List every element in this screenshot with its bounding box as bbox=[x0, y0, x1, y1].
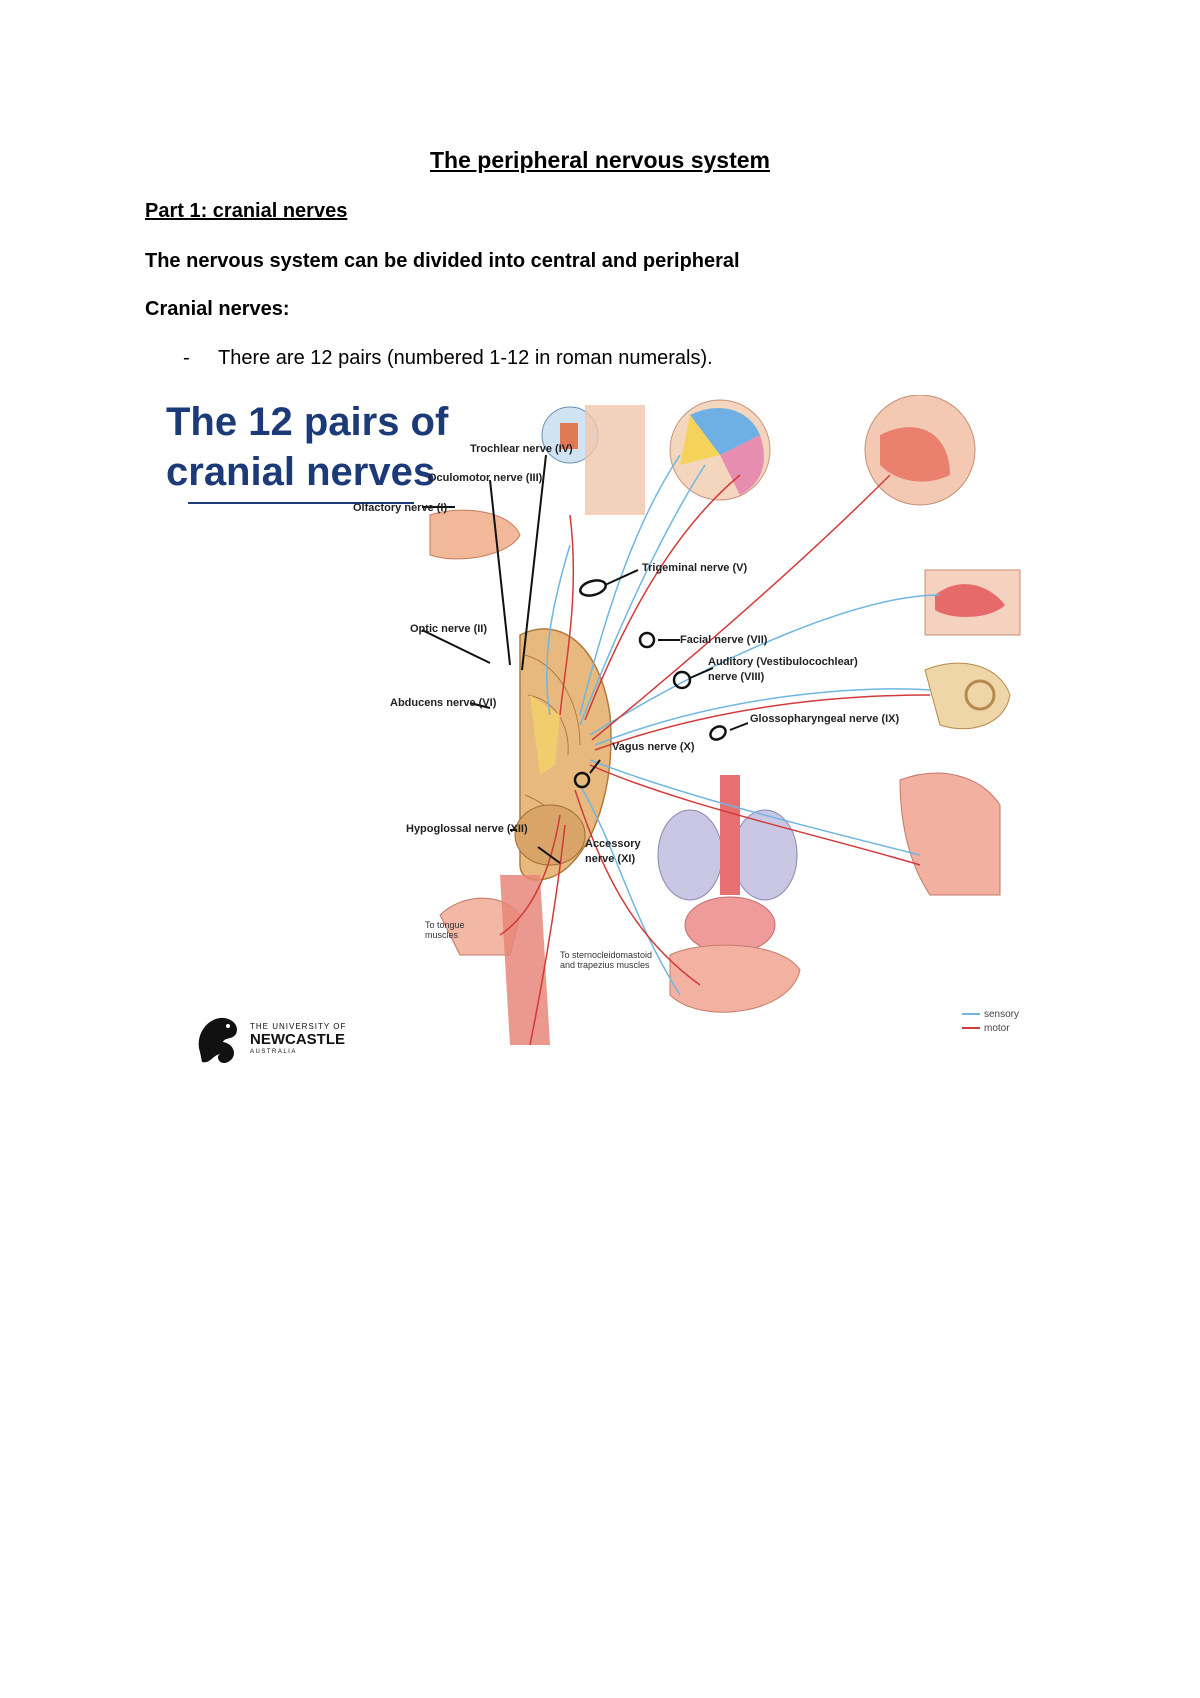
legend-sensory-label: sensory bbox=[984, 1008, 1020, 1020]
label-trigeminal: Trigeminal nerve (V) bbox=[642, 562, 748, 574]
figure-title: The 12 pairs of cranial nerves bbox=[166, 400, 449, 494]
document-title: The peripheral nervous system bbox=[429, 147, 770, 173]
legend-sensory: sensory bbox=[962, 1007, 1019, 1021]
label-sterno-1: To sternocleidomastoid bbox=[560, 950, 653, 960]
label-sterno-2: and trapezius muscles bbox=[560, 960, 650, 970]
label-oculomotor: Oculomotor nerve (III) bbox=[428, 472, 543, 484]
label-tongue-1: To tongue bbox=[425, 920, 465, 930]
bullet-marker: - bbox=[183, 347, 190, 369]
label-facial: Facial nerve (VII) bbox=[680, 634, 768, 646]
label-accessory-1: Accessory bbox=[585, 838, 641, 850]
bullet-item: There are 12 pairs (numbered 1-12 in rom… bbox=[218, 347, 713, 369]
logo-line-3: AUSTRALIA bbox=[250, 1049, 297, 1055]
label-vagus: Vagus nerve (X) bbox=[612, 741, 695, 753]
figure-legend: sensory motor bbox=[962, 1007, 1019, 1035]
legend-motor-label: motor bbox=[984, 1022, 1010, 1034]
label-optic: Optic nerve (II) bbox=[410, 623, 488, 635]
university-logo: THE UNIVERSITY OF NEWCASTLE AUSTRALIA bbox=[190, 1012, 350, 1072]
cranial-nerves-figure: The 12 pairs of cranial nerves Trochlear… bbox=[160, 395, 1050, 1065]
logo-line-2: NEWCASTLE bbox=[250, 1031, 345, 1048]
cranial-nerves-heading: Cranial nerves: bbox=[145, 298, 290, 320]
label-tongue-2: muscles bbox=[425, 930, 459, 940]
label-auditory-1: Auditory (Vestibulocochlear) bbox=[708, 656, 858, 668]
part-heading: Part 1: cranial nerves bbox=[145, 200, 348, 222]
legend-motor-swatch bbox=[962, 1027, 980, 1029]
seahorse-logo-icon bbox=[198, 1017, 238, 1064]
legend-motor: motor bbox=[962, 1021, 1019, 1035]
label-auditory-2: nerve (VIII) bbox=[708, 671, 765, 683]
intro-text: The nervous system can be divided into c… bbox=[145, 250, 740, 272]
label-trochlear: Trochlear nerve (IV) bbox=[470, 443, 573, 455]
label-accessory-2: nerve (XI) bbox=[585, 853, 636, 865]
label-glossopharyngeal: Glossopharyngeal nerve (IX) bbox=[750, 713, 900, 725]
legend-sensory-swatch bbox=[962, 1013, 980, 1015]
cranial-nerves-illustration bbox=[188, 395, 1021, 1046]
logo-line-1: THE UNIVERSITY OF bbox=[250, 1022, 347, 1031]
label-abducens: Abducens nerve (VI) bbox=[390, 697, 497, 709]
label-olfactory: Olfactory nerve (I) bbox=[353, 502, 448, 514]
label-hypoglossal: Hypoglossal nerve (XII) bbox=[406, 823, 528, 835]
